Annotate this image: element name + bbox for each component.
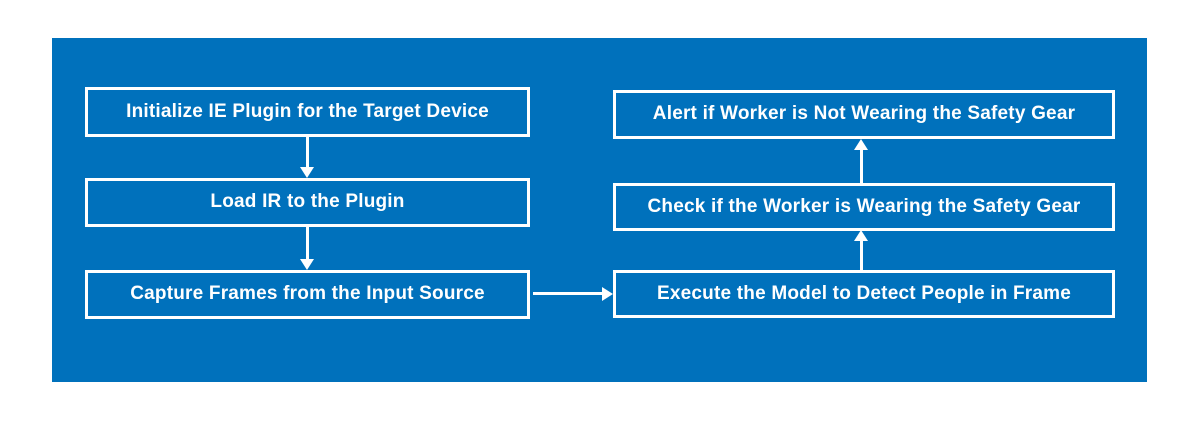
flow-node-load-ir: Load IR to the Plugin [85, 178, 530, 227]
arrow-line [860, 240, 863, 270]
arrow-line [533, 292, 603, 295]
arrow-up-icon [854, 230, 868, 241]
flow-node-capture-frames: Capture Frames from the Input Source [85, 270, 530, 319]
arrow-down-icon [300, 167, 314, 178]
flow-node-initialize-ie-plugin: Initialize IE Plugin for the Target Devi… [85, 87, 530, 137]
arrow-down-icon [300, 259, 314, 270]
arrow-right-icon [602, 287, 613, 301]
arrow-up-icon [854, 139, 868, 150]
flow-node-execute-model: Execute the Model to Detect People in Fr… [613, 270, 1115, 318]
arrow-line [306, 137, 309, 168]
flowchart-panel [52, 38, 1147, 382]
arrow-line [860, 149, 863, 183]
flow-node-check-worker: Check if the Worker is Wearing the Safet… [613, 183, 1115, 231]
arrow-line [306, 227, 309, 260]
flow-node-alert-worker: Alert if Worker is Not Wearing the Safet… [613, 90, 1115, 139]
